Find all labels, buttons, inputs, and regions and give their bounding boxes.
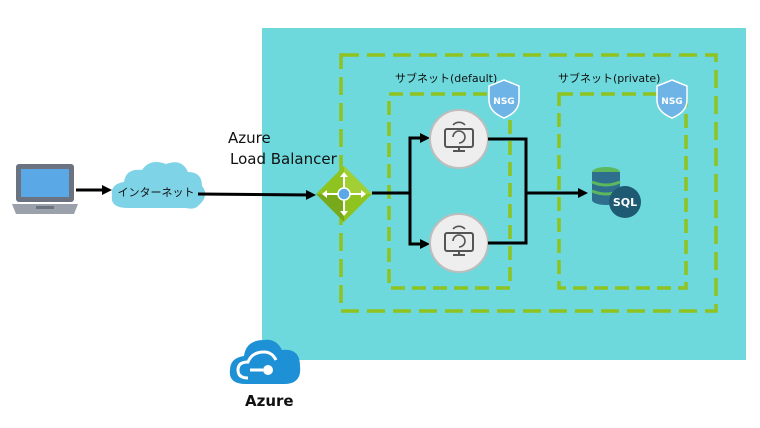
azure-cloud-icon xyxy=(229,339,301,384)
nsg-label: NSG xyxy=(493,97,514,107)
subnet-default-box xyxy=(387,92,512,290)
cloud-icon: インターネット xyxy=(111,162,206,209)
arrow-lb-to-vm2 xyxy=(408,193,430,249)
subnet-private-box xyxy=(557,92,688,290)
load-balancer-icon xyxy=(316,166,372,222)
internet-label: インターネット xyxy=(118,186,195,199)
link-vm2-to-db xyxy=(488,193,528,245)
load-balancer-label-line1: Azure xyxy=(228,129,271,147)
laptop-icon xyxy=(12,164,78,214)
virtual-machine-icon xyxy=(429,109,489,169)
nsg-label: NSG xyxy=(661,97,682,107)
sql-database-icon: SQL xyxy=(591,167,641,218)
nsg-shield-icon: NSG xyxy=(488,79,520,119)
load-balancer-label-line2: Load Balancer xyxy=(230,150,338,168)
arrow-lb-to-vm1 xyxy=(372,133,430,195)
load-balancer-label: Azure Load Balancer xyxy=(228,129,338,168)
nsg-shield-icon: NSG xyxy=(656,79,688,119)
virtual-machine-icon xyxy=(429,213,489,273)
subnet-default-label: サブネット(default) xyxy=(395,71,497,85)
sql-label: SQL xyxy=(613,196,637,209)
subnet-private-label: サブネット(private) xyxy=(558,71,660,85)
arrow-internet-to-lb xyxy=(197,189,316,200)
link-vm1-to-db xyxy=(488,137,528,193)
azure-label: Azure xyxy=(245,392,294,410)
